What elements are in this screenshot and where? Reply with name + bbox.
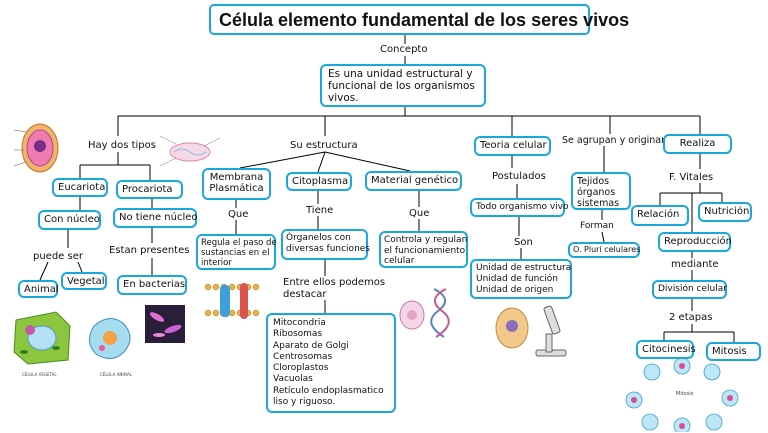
material-function-box: Controla y regulan el funcionamiento cel… (379, 231, 468, 268)
organelles-list: Mitocondria Ribosomas Aparato de Golgi C… (266, 313, 396, 413)
mitosis-cycle-illustration (625, 358, 739, 432)
son-label: Son (514, 237, 533, 248)
postulados-label: Postulados (492, 171, 546, 182)
vegetal-node: Vegetal (61, 272, 107, 290)
dna-illustration (399, 288, 450, 338)
membrana-function-box: Regula el paso de sustancias en el inter… (196, 234, 277, 270)
tejidos-line: órganos (577, 187, 616, 198)
tiene-label: Tiene (306, 205, 334, 216)
reproduccion-node: Reproducción (658, 232, 732, 252)
mitosis-node: Mitosis (706, 342, 761, 361)
organelle-item: Vacuolas (273, 374, 313, 385)
unidad-item: Unidad de función (476, 274, 558, 284)
citoplasma-node: Citoplasma (286, 172, 352, 191)
etapas-label: 2 etapas (669, 312, 713, 323)
que-label-membrana: Que (228, 209, 249, 220)
membrana-function-line: Regula el paso de (201, 238, 277, 248)
con-nucleo-node: Con núcleo (38, 210, 101, 230)
mediante-label: mediante (671, 259, 719, 270)
vitales-label: F. Vitales (669, 172, 714, 183)
entre-line: Entre ellos podemos (283, 277, 386, 288)
nutricion-node: Nutrición (698, 202, 752, 222)
structure-label: Su estructura (290, 140, 358, 151)
animal-node: Animal (18, 280, 59, 298)
bacteria-diagram-illustration (160, 135, 220, 167)
organelle-item: Retículo endoplasmatico (273, 385, 384, 396)
teoria-celular-node: Teoria celular (474, 136, 551, 156)
membrana-line: Plasmática (209, 183, 264, 194)
citoplasma-function-box: Órganelos con diversas funciones (281, 229, 370, 260)
material-function-line: Controla y regulan (384, 235, 468, 245)
organelle-item: Aparato de Golgi (273, 340, 349, 351)
tejidos-line: sistemas (577, 198, 620, 209)
mitosis-caption: Mitosis (676, 391, 694, 397)
membrana-line: Membrana (209, 172, 264, 183)
todo-organismo-node: Todo organismo vivo (470, 198, 569, 217)
forman-label: Forman (580, 221, 614, 231)
eucariota-node: Eucariota (52, 178, 108, 197)
entre-line: destacar (283, 289, 327, 300)
puede-ser-label: puede ser (33, 251, 83, 262)
types-label: Hay dos tipos (88, 140, 156, 151)
animal-cell-illustration (13, 123, 59, 173)
citoplasma-function-line: Órganelos con (286, 233, 351, 243)
definition-line: Es una unidad estructural y (328, 68, 473, 80)
membrane-illustration (204, 283, 260, 319)
animal-cell-blob-illustration (89, 318, 131, 359)
citocinesis-node: Citocinesis (636, 340, 696, 359)
no-nucleo-node: No tiene núcleo (113, 208, 198, 228)
unidad-item: Unidad de origen (476, 285, 554, 295)
estan-presentes-label: Estan presentes (109, 245, 190, 256)
material-genetico-node: Material genético (365, 171, 462, 191)
bacteria-photo-illustration (145, 305, 185, 343)
material-function-line: celular (384, 256, 415, 266)
membrana-function-line: sustancias en el (201, 248, 270, 258)
pluricelulares-node: O. Pluri celulares (568, 242, 640, 258)
microscope-illustration (495, 305, 567, 357)
plant-cell-caption: CÉLULA VEGETAL (22, 372, 57, 377)
page-title: Célula elemento fundamental de los seres… (209, 4, 629, 35)
procariota-node: Procariota (116, 180, 183, 199)
plant-cell-illustration (13, 311, 71, 365)
entre-label: Entre ellos podemos destacar (283, 277, 385, 301)
concept-label: Concepto (380, 44, 428, 55)
membrana-function-line: interior (201, 258, 232, 268)
bacterias-node: En bacterias (117, 275, 187, 295)
unidades-box: Unidad de estructura Unidad de función U… (470, 259, 572, 299)
material-function-line: el funcionamiento (384, 245, 466, 256)
organelle-item: Cloroplastos (273, 363, 329, 374)
organelle-item: Ribosomas (273, 329, 323, 340)
agrupan-label: Se agrupan y originan (562, 135, 668, 146)
tejidos-line: Tejidos (577, 176, 610, 187)
tejidos-node: Tejidos órganos sistemas (571, 172, 631, 210)
division-celular-node: División celular (652, 280, 727, 299)
membrana-node: Membrana Plasmática (202, 168, 271, 200)
animal-cell-caption: CÉLULA ANIMAL (100, 372, 132, 377)
citoplasma-function-line: diversas funciones (286, 244, 370, 254)
organelle-item: Mitocondria (273, 318, 326, 328)
unidad-item: Unidad de estructura (476, 263, 572, 273)
definition-line: vivos. (328, 92, 359, 104)
definition-line: funcional de los organismos (328, 80, 475, 92)
realiza-node: Realiza (663, 134, 732, 154)
que-label-material: Que (409, 208, 430, 219)
organelle-item: Centrosomas (273, 351, 333, 362)
relacion-node: Relación (631, 205, 689, 226)
organelle-item: liso y riguoso. (273, 397, 336, 408)
definition-box: Es una unidad estructural y funcional de… (320, 64, 486, 107)
